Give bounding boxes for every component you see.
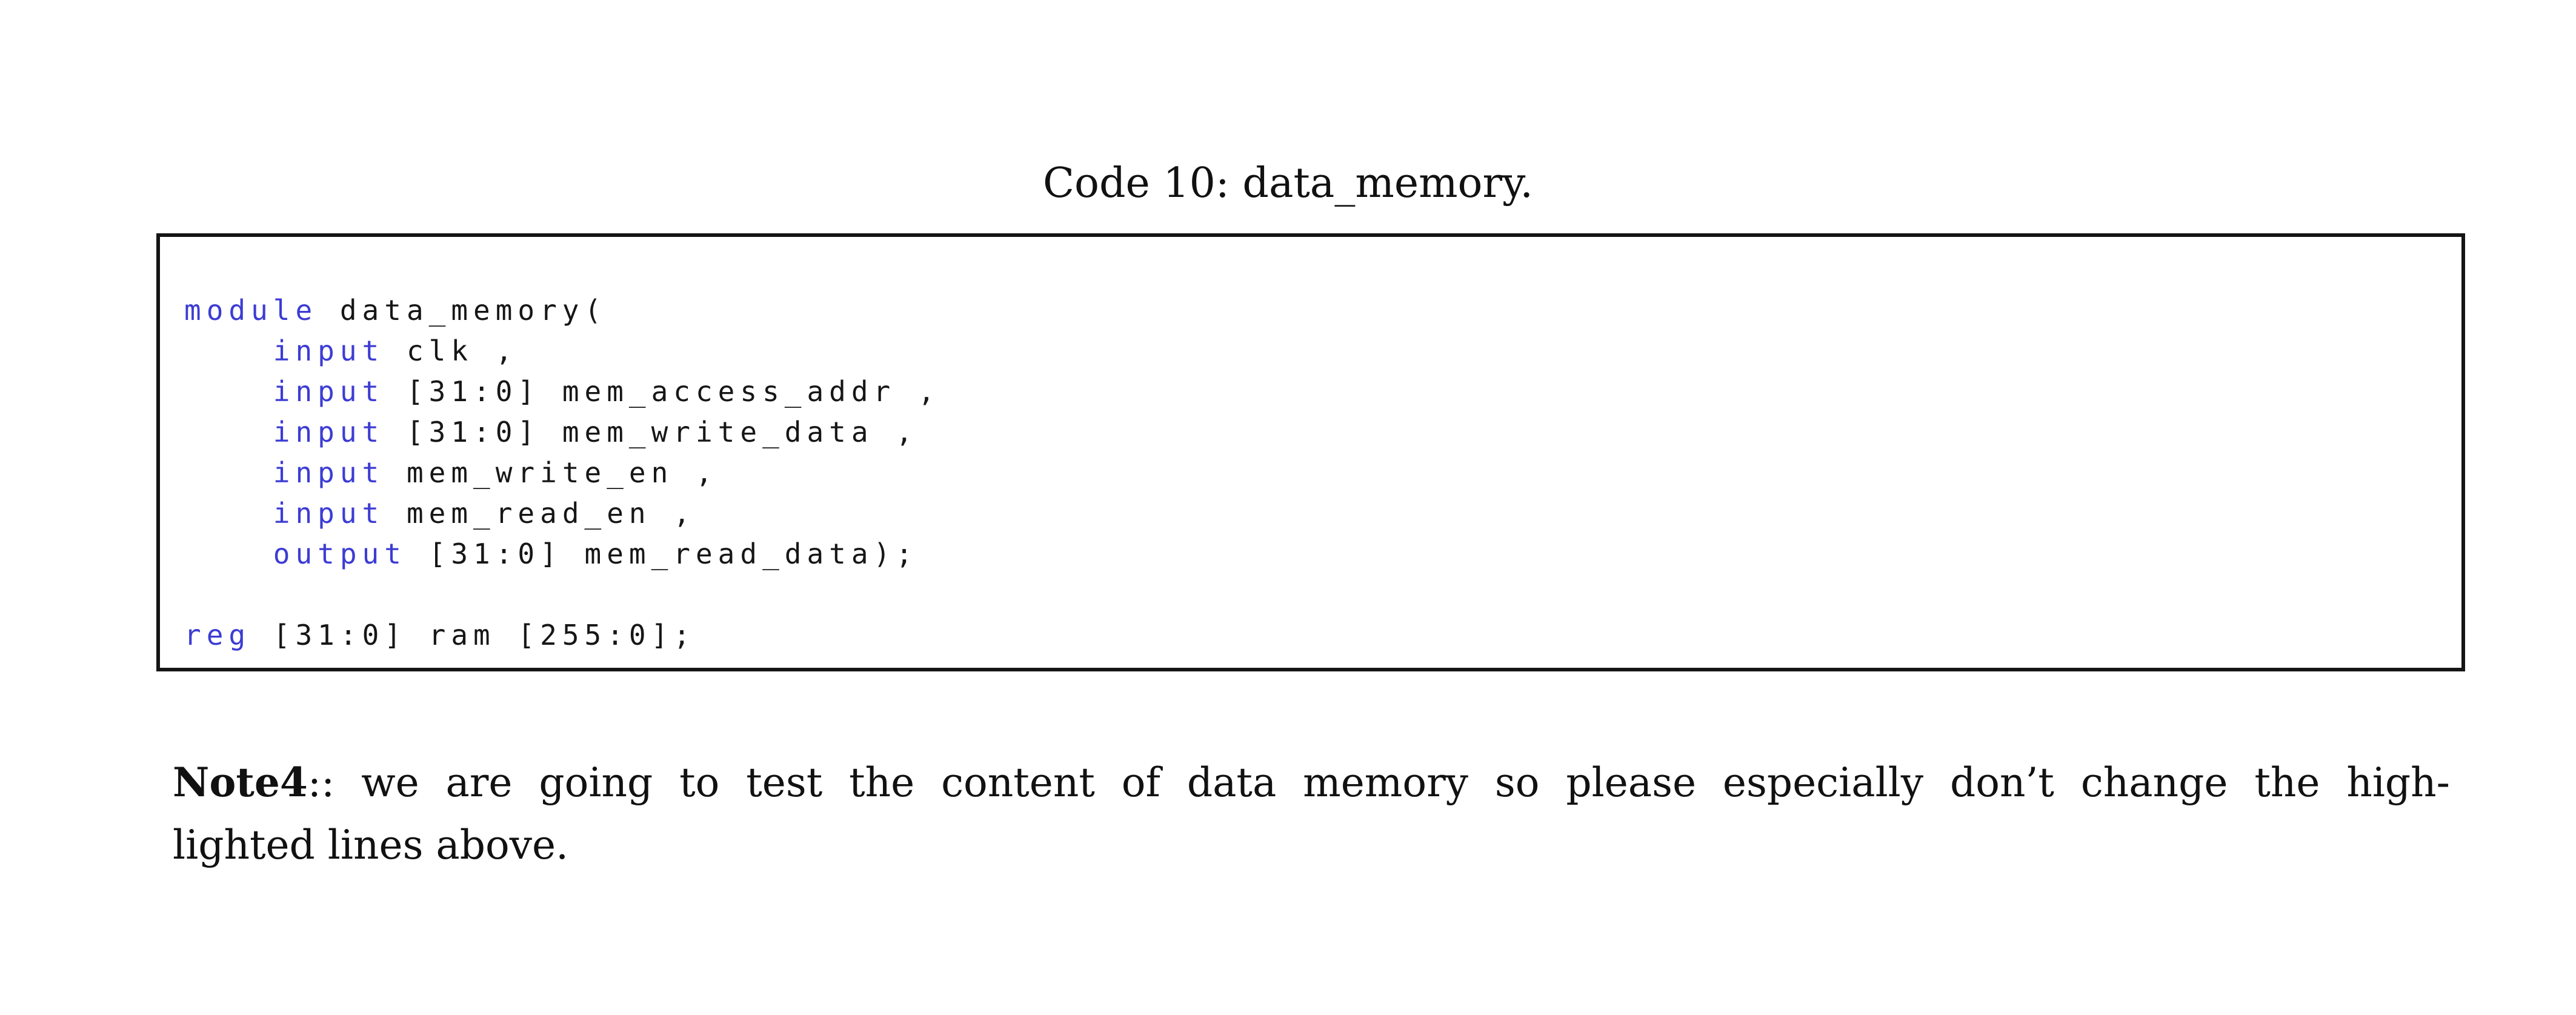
code-text: [31:0] mem_write_data , [384,416,918,448]
note-text-line1: :: we are going to test the content of d… [307,759,2450,806]
code-text [184,497,273,530]
note-label: Note4 [173,759,308,806]
code-text [184,456,273,489]
code-line: input clk , [184,331,940,371]
code-line: input [31:0] mem_access_addr , [184,371,940,412]
note-text-line2: lighted lines above. [173,822,569,868]
code-line: output [31:0] mem_read_data); [184,534,940,574]
code-line [184,574,940,615]
code-text: [31:0] mem_read_data); [406,537,918,570]
code-text: mem_write_en , [384,456,718,489]
code-keyword: input [273,497,385,530]
code-text: clk , [384,334,518,367]
code-listing-box: module data_memory( input clk , input [3… [156,233,2465,671]
code-text: [31:0] ram [255:0]; [251,619,696,651]
code-line: module data_memory( [184,290,940,331]
code-keyword: reg [184,619,251,651]
code-keyword: input [273,334,385,367]
code-line: input mem_write_en , [184,453,940,493]
code-line: reg [31:0] ram [255:0]; [184,615,940,656]
code-caption: Code 10: data_memory. [1043,159,1533,207]
code-keyword: input [273,416,385,448]
code-lines: module data_memory( input clk , input [3… [184,290,940,656]
code-line: input mem_read_en , [184,493,940,534]
code-text: data_memory( [318,294,607,327]
note-line-1: Note4:: we are going to test the content… [173,751,2450,814]
code-keyword: output [273,537,407,570]
note-paragraph: Note4:: we are going to test the content… [173,751,2450,876]
code-text: mem_read_en , [384,497,696,530]
code-text [184,375,273,408]
code-keyword: input [273,375,385,408]
code-keyword: module [184,294,318,327]
code-keyword: input [273,456,385,489]
code-text [184,416,273,448]
code-text [184,334,273,367]
code-line: input [31:0] mem_write_data , [184,412,940,453]
code-text [184,537,273,570]
code-text: [31:0] mem_access_addr , [384,375,940,408]
